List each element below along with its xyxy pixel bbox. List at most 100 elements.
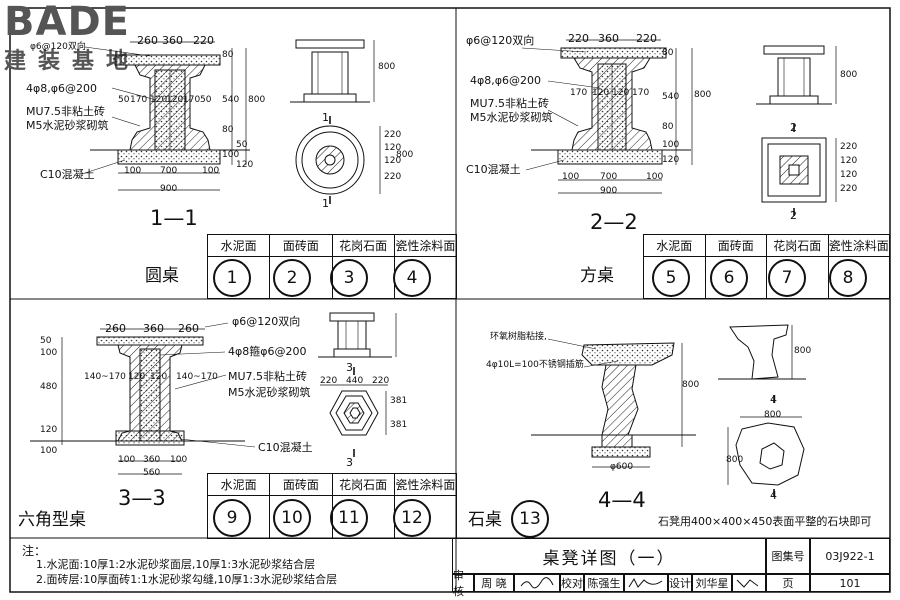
p1-label-brick: MU7.5非粘土砖 — [26, 105, 106, 118]
p3-dim-side-3: 140~170 — [176, 372, 218, 382]
panel4-drawing — [531, 324, 806, 497]
signature-icon — [520, 577, 554, 589]
p1-finish-2: 花岗石面 — [331, 234, 395, 257]
p1-plan-dim-0: 220 — [384, 130, 402, 140]
p1-cut-bottom: 1 — [322, 197, 329, 210]
p1-plan-dim-2: 120 — [384, 156, 402, 166]
p2-dim-mid-2: 120 — [612, 88, 630, 98]
p1-dim-r-4: 100 — [222, 150, 240, 160]
sheet-title: 桌凳详图（一） — [452, 538, 766, 574]
p3-plan-dim-4: 381 — [390, 420, 408, 430]
p3-dim-top-0: 260 — [105, 322, 126, 335]
p2-dim-top-1: 360 — [598, 32, 619, 45]
p2-dim-bot-2: 100 — [646, 172, 664, 182]
p2-finish-0: 水泥面 — [643, 234, 706, 257]
p1-number-2: 3 — [330, 259, 368, 297]
p1-dim-r-5: 120 — [236, 160, 254, 170]
p1-plan-dim-3: 220 — [384, 172, 402, 182]
p3-cut-bottom: 3 — [346, 456, 353, 469]
p1-dim-mid-0: 50 — [118, 95, 130, 105]
p1-dim-top-1: 360 — [162, 34, 183, 47]
p2-dim-bot-1: 700 — [600, 172, 618, 182]
p1-plan-dim-1: 120 — [384, 143, 402, 153]
p1-caption: 圆桌 — [145, 266, 179, 286]
p1-number-3: 4 — [393, 259, 431, 297]
p3-finish-3: 瓷性涂料面 — [393, 473, 458, 496]
p3-dim-left-0: 50 — [40, 336, 52, 346]
p2-finish-2: 花岗石面 — [766, 234, 829, 257]
p2-label-rebar: φ6@120双向 — [466, 34, 535, 47]
p2-plan-dim-0: 220 — [840, 142, 858, 152]
p1-dim-mid-3: 120 — [166, 95, 184, 105]
p2-label-bars: 4φ8,φ6@200 — [470, 74, 542, 87]
p2-number-2: 7 — [768, 259, 806, 297]
atlas-number: 03J922-1 — [810, 538, 890, 574]
p2-section-label: 2—2 — [590, 210, 638, 234]
p4-caption: 石桌 — [468, 510, 502, 530]
p2-dim-r-0: 80 — [662, 48, 674, 58]
p3-dim-side-0: 140~170 — [84, 372, 126, 382]
p1-dim-bot-0: 100 — [124, 166, 142, 176]
p4-dim-base: φ600 — [610, 462, 634, 472]
logo-word: BADE — [4, 0, 130, 45]
sig-name-design: 刘华星 — [692, 574, 732, 592]
p1-section-label: 1—1 — [150, 206, 198, 230]
p3-number-0: 9 — [213, 499, 251, 537]
p4-elev-dim: 800 — [794, 346, 812, 356]
p2-number-3: 8 — [829, 259, 867, 297]
p3-plan-dim-0: 220 — [320, 376, 338, 386]
sig-signature-review — [514, 574, 560, 592]
panel3-drawing — [30, 312, 397, 475]
p1-finish-0: 水泥面 — [206, 234, 271, 257]
p1-dim-r-1: 540 — [222, 95, 240, 105]
sig-name-check: 陈强生 — [584, 574, 624, 592]
p3-dim-left-1: 100 — [40, 348, 58, 358]
p2-dim-mid-0: 170 — [570, 88, 588, 98]
p3-dim-left-2: 480 — [40, 382, 58, 392]
notes-heading: 注： — [22, 544, 47, 558]
p1-label-mortar: M5水泥砂浆砌筑 — [26, 119, 109, 132]
p2-caption: 方桌 — [580, 266, 614, 286]
p3-dim-top-2: 260 — [178, 322, 199, 335]
p1-dim-mid-1: 170 — [130, 95, 148, 105]
p2-dim-r-3: 100 — [662, 140, 680, 150]
p3-finish-2: 花岗石面 — [331, 473, 395, 496]
p3-cut-top: 3 — [346, 361, 353, 374]
sig-signature-design — [732, 574, 766, 592]
p2-dim-r-5: 800 — [694, 90, 712, 100]
page-number: 101 — [810, 574, 890, 592]
page-label: 页 — [766, 574, 810, 592]
p4-dim-height: 800 — [682, 380, 700, 390]
p4-cut-top: 4 — [770, 393, 777, 406]
p2-plan-dim-2: 120 — [840, 170, 858, 180]
p1-dim-mid-5: 50 — [200, 95, 212, 105]
p4-section-label: 4—4 — [598, 488, 646, 512]
p1-dim-bot-2: 100 — [202, 166, 220, 176]
signature-icon — [736, 579, 759, 588]
p3-label-concrete: C10混凝土 — [258, 441, 313, 454]
p2-dim-r-1: 540 — [662, 92, 680, 102]
logo-chinese: 建装基地 — [4, 49, 141, 74]
p2-dim-mid-3: 170 — [632, 88, 650, 98]
p1-dim-top-2: 220 — [193, 34, 214, 47]
p1-label-rebar: φ6@120双向 — [30, 42, 86, 52]
p2-number-0: 5 — [652, 259, 690, 297]
p3-dim-side-2: 120 — [150, 372, 168, 382]
p3-label-rebar: φ6@120双向 — [232, 315, 301, 328]
p4-cut-bottom: 4 — [770, 489, 777, 502]
p3-caption: 六角型桌 — [18, 510, 86, 530]
p2-dim-top-2: 220 — [636, 32, 657, 45]
p1-dim-mid-4: 170 — [183, 95, 201, 105]
p1-number-1: 2 — [273, 259, 311, 297]
p3-label-bars: 4φ8箍φ6@200 — [228, 345, 307, 358]
p1-elev-dim: 800 — [378, 62, 396, 72]
p1-label-bars: 4φ8,φ6@200 — [26, 82, 98, 95]
p4-label-epoxy: 环氧树脂粘接, — [490, 332, 547, 342]
p1-finish-3: 瓷性涂料面 — [393, 234, 458, 257]
notes-line-2: 2.面砖层:10厚面砖1:1水泥砂浆勾缝,10厚1:3水泥砂浆结合层 — [36, 573, 338, 586]
p2-dim-r-4: 120 — [662, 155, 680, 165]
sig-name-review: 周 晓 — [474, 574, 514, 592]
p1-dim-r-0: 80 — [222, 50, 234, 60]
p4-number: 13 — [511, 500, 549, 538]
p2-cut-top: 2 — [790, 121, 797, 134]
